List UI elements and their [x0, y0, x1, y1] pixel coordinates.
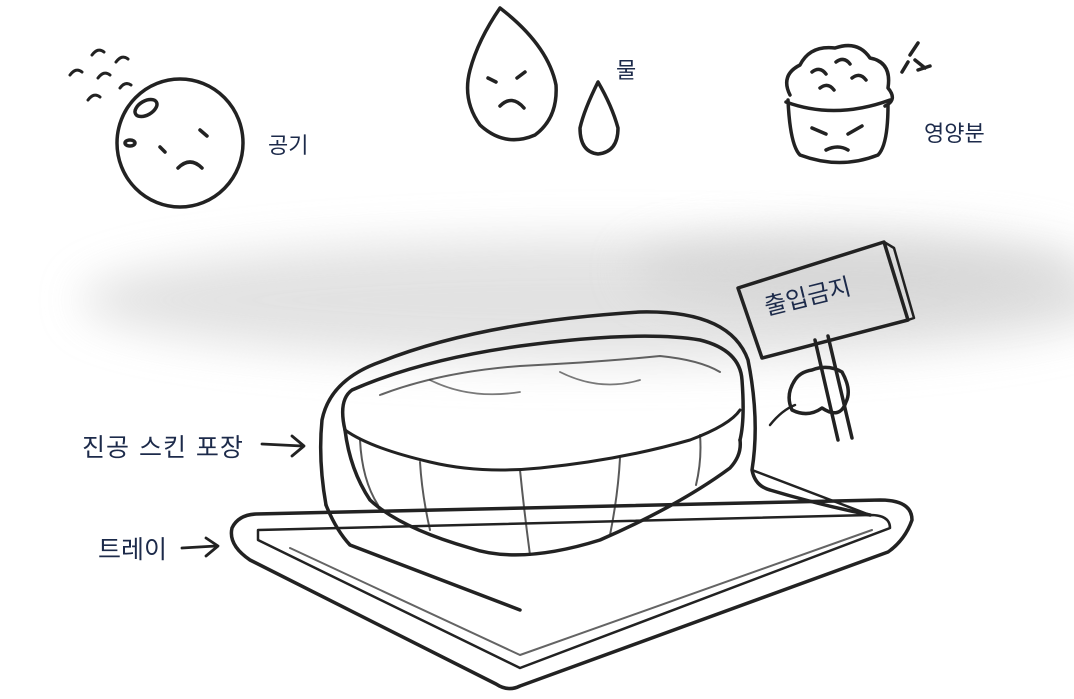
- arrow-vacuum-pack: [260, 434, 306, 458]
- arrow-tray: [180, 536, 220, 558]
- air-label: 공기: [268, 134, 309, 159]
- water-label: 물: [616, 59, 637, 84]
- meat: [340, 334, 745, 557]
- water-character: [465, 6, 620, 156]
- tray-label: 트레이: [98, 535, 168, 564]
- nutrient-label: 영양분: [924, 122, 985, 147]
- background-smudge: [80, 230, 1074, 362]
- no-entry-sign: [736, 240, 916, 442]
- tray: [229, 498, 914, 691]
- vacuum-skin-film: [318, 310, 872, 612]
- nutrient-character: [784, 41, 932, 165]
- air-character: [68, 48, 245, 209]
- vacuum-skin-pack-label: 진공 스킨 포장: [82, 433, 244, 462]
